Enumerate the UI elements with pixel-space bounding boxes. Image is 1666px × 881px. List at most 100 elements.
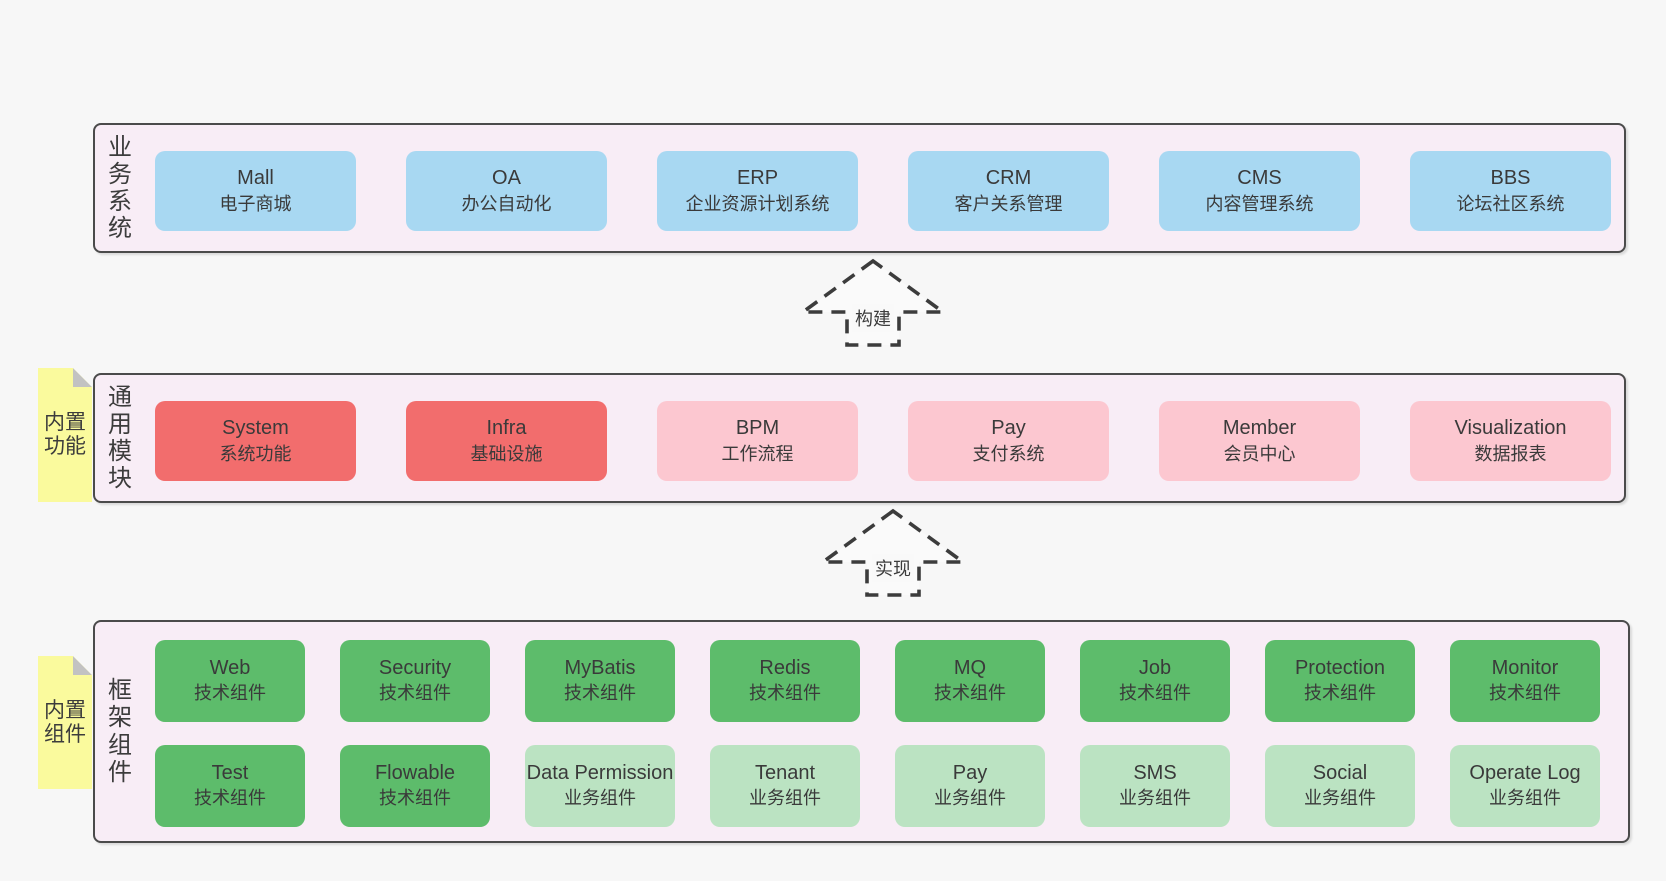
box-title: Operate Log — [1469, 762, 1581, 784]
implement-arrow: 实现 — [813, 504, 973, 604]
box-subtitle: 办公自动化 — [461, 194, 552, 214]
box-subtitle: 业务组件 — [1304, 788, 1376, 808]
box-subtitle: 业务组件 — [749, 788, 821, 808]
box-subtitle: 业务组件 — [1489, 788, 1561, 808]
box-subtitle: 技术组件 — [934, 683, 1006, 703]
framework-component-box: Operate Log 业务组件 — [1450, 745, 1600, 827]
framework-component-box: MyBatis 技术组件 — [525, 640, 675, 722]
common-modules-boxes: System 系统功能 Infra 基础设施 BPM 工作流程 Pay 支付系统… — [155, 401, 1611, 481]
business-systems-boxes: Mall 电子商城 OA 办公自动化 ERP 企业资源计划系统 CRM 客户关系… — [155, 151, 1611, 231]
box-title: CMS — [1237, 167, 1282, 189]
box-title: Web — [209, 657, 251, 679]
business-system-box: CRM 客户关系管理 — [908, 151, 1109, 231]
box-subtitle: 技术组件 — [749, 683, 821, 703]
box-title: Flowable — [374, 762, 456, 784]
box-title: CRM — [985, 167, 1032, 189]
business-systems-label: 业务系统 — [108, 133, 132, 243]
box-subtitle: 技术组件 — [194, 788, 266, 808]
framework-component-box: Job 技术组件 — [1080, 640, 1230, 722]
box-title: BPM — [735, 417, 780, 439]
business-system-box: BBS 论坛社区系统 — [1410, 151, 1611, 231]
framework-component-box: Test 技术组件 — [155, 745, 305, 827]
framework-component-box: Flowable 技术组件 — [340, 745, 490, 827]
build-arrow: 构建 — [793, 254, 953, 354]
framework-component-box: Monitor 技术组件 — [1450, 640, 1600, 722]
box-subtitle: 客户关系管理 — [954, 194, 1063, 214]
box-subtitle: 技术组件 — [1489, 683, 1561, 703]
framework-component-box: Tenant 业务组件 — [710, 745, 860, 827]
box-title: Visualization — [1454, 417, 1567, 439]
box-title: Protection — [1294, 657, 1386, 679]
built-in-features-tag: 内置功能 — [38, 368, 92, 502]
framework-component-box: Data Permission 业务组件 — [525, 745, 675, 827]
business-systems-panel: 业务系统 Mall 电子商城 OA 办公自动化 ERP 企业资源计划系统 CRM… — [93, 123, 1626, 253]
box-subtitle: 技术组件 — [194, 683, 266, 703]
module-box: BPM 工作流程 — [657, 401, 858, 481]
module-box: Infra 基础设施 — [406, 401, 607, 481]
box-subtitle: 技术组件 — [1119, 683, 1191, 703]
box-subtitle: 技术组件 — [379, 683, 451, 703]
framework-component-box: Web 技术组件 — [155, 640, 305, 722]
box-title: OA — [492, 167, 521, 189]
up-arrow-icon — [817, 508, 969, 597]
common-modules-panel: 通用模块 System 系统功能 Infra 基础设施 BPM 工作流程 Pay… — [93, 373, 1626, 503]
box-subtitle: 业务组件 — [1119, 788, 1191, 808]
box-title: Pay — [952, 762, 988, 784]
box-title: SMS — [1133, 762, 1177, 784]
folded-corner-icon — [73, 368, 92, 387]
box-title: Data Permission — [526, 762, 674, 784]
box-subtitle: 支付系统 — [972, 444, 1045, 464]
framework-component-box: MQ 技术组件 — [895, 640, 1045, 722]
box-title: Mall — [237, 167, 274, 189]
box-subtitle: 会员中心 — [1223, 444, 1296, 464]
box-title: Social — [1312, 762, 1368, 784]
box-title: System — [222, 417, 289, 439]
implement-arrow-label: 实现 — [872, 554, 914, 582]
box-title: Redis — [759, 657, 811, 679]
box-subtitle: 技术组件 — [1304, 683, 1376, 703]
framework-components-row2: Test 技术组件 Flowable 技术组件 Data Permission … — [155, 745, 1600, 827]
box-subtitle: 技术组件 — [379, 788, 451, 808]
box-subtitle: 电子商城 — [219, 194, 292, 214]
box-subtitle: 企业资源计划系统 — [685, 194, 830, 214]
module-box: System 系统功能 — [155, 401, 356, 481]
framework-component-box: Redis 技术组件 — [710, 640, 860, 722]
box-title: Monitor — [1491, 657, 1559, 679]
build-arrow-label: 构建 — [852, 304, 894, 332]
module-box: Visualization 数据报表 — [1410, 401, 1611, 481]
common-modules-label: 通用模块 — [108, 383, 132, 493]
box-subtitle: 技术组件 — [564, 683, 636, 703]
folded-corner-icon — [73, 656, 92, 675]
box-subtitle: 内容管理系统 — [1205, 194, 1314, 214]
framework-components-label: 框架组件 — [108, 677, 132, 786]
box-title: Job — [1138, 657, 1172, 679]
up-arrow-icon — [797, 258, 949, 347]
box-title: MyBatis — [564, 657, 636, 679]
built-in-components-tag-label: 内置组件 — [44, 698, 86, 746]
built-in-features-tag-label: 内置功能 — [44, 411, 86, 458]
business-system-box: Mall 电子商城 — [155, 151, 356, 231]
framework-component-box: Security 技术组件 — [340, 640, 490, 722]
box-title: Test — [211, 762, 249, 784]
box-title: Infra — [486, 417, 527, 439]
box-title: BBS — [1490, 167, 1531, 189]
framework-components-row1: Web 技术组件 Security 技术组件 MyBatis 技术组件 Redi… — [155, 640, 1600, 722]
box-subtitle: 数据报表 — [1474, 444, 1547, 464]
box-subtitle: 业务组件 — [934, 788, 1006, 808]
framework-components-panel: 框架组件 Web 技术组件 Security 技术组件 MyBatis 技术组件… — [93, 620, 1630, 843]
box-subtitle: 工作流程 — [721, 444, 794, 464]
box-subtitle: 论坛社区系统 — [1456, 194, 1565, 214]
framework-component-box: Pay 业务组件 — [895, 745, 1045, 827]
module-box: Member 会员中心 — [1159, 401, 1360, 481]
module-box: Pay 支付系统 — [908, 401, 1109, 481]
box-title: MQ — [953, 657, 987, 679]
box-title: ERP — [736, 167, 779, 189]
box-subtitle: 基础设施 — [470, 444, 543, 464]
framework-component-box: SMS 业务组件 — [1080, 745, 1230, 827]
business-system-box: ERP 企业资源计划系统 — [657, 151, 858, 231]
framework-component-box: Social 业务组件 — [1265, 745, 1415, 827]
framework-component-box: Protection 技术组件 — [1265, 640, 1415, 722]
box-title: Tenant — [754, 762, 816, 784]
box-title: Pay — [991, 417, 1026, 439]
